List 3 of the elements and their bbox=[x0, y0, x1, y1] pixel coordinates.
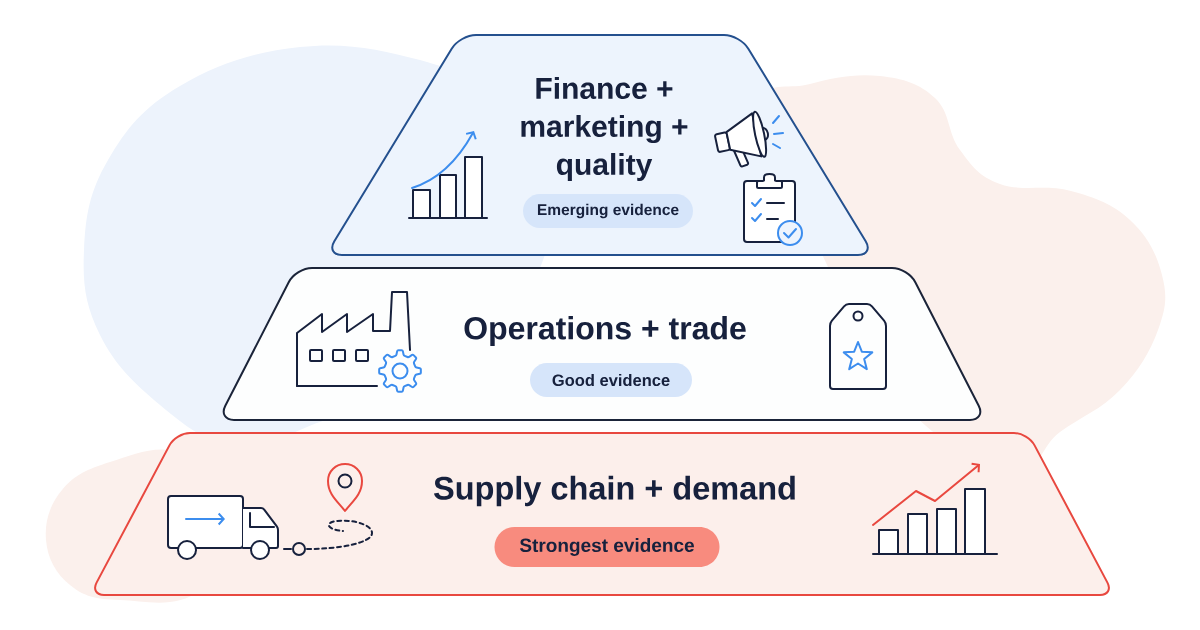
evidence-badge: Emerging evidence bbox=[523, 194, 693, 228]
evidence-badge: Good evidence bbox=[530, 363, 692, 397]
evidence-badge: Strongest evidence bbox=[494, 527, 720, 567]
